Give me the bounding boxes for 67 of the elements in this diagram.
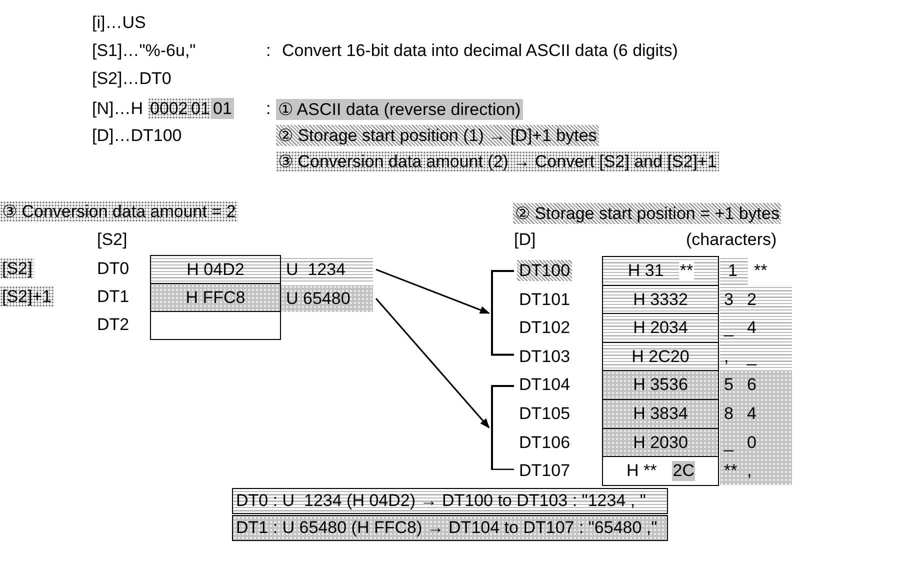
text-label: _ bbox=[746, 346, 758, 367]
text-label: DT105 bbox=[518, 403, 572, 424]
text-label: _ bbox=[722, 317, 735, 338]
text-label: , bbox=[723, 346, 730, 367]
empty-memory-cell bbox=[150, 311, 281, 340]
text-label: [D] bbox=[513, 229, 537, 250]
text-label: DT2 bbox=[96, 314, 130, 335]
text-label: : bbox=[265, 98, 272, 119]
text-label: DT103 bbox=[518, 346, 572, 367]
text-label: [S2] bbox=[96, 229, 128, 250]
arrow bbox=[376, 268, 490, 314]
memory-cell: H 2C20 bbox=[602, 342, 719, 372]
memory-cell: H 3834 bbox=[602, 399, 719, 430]
text-label: Convert 16-bit data into decimal ASCII data (6 digits) bbox=[281, 40, 679, 61]
text-label: ① ASCII data (reverse direction) bbox=[276, 99, 523, 120]
decimal-value: U 65480 bbox=[281, 285, 373, 312]
summary-row: DT0 : U 1234 (H 04D2) → DT100 to DT103 : "1234 , " bbox=[232, 488, 668, 514]
text-label: 0002 bbox=[148, 98, 190, 119]
text-label: 6 bbox=[746, 374, 758, 396]
memory-cell: H 31 ** bbox=[602, 256, 719, 286]
decimal-value: U 1234 bbox=[281, 256, 373, 283]
text-label: [S2]…DT0 bbox=[91, 68, 172, 89]
text-label: [i]…US bbox=[91, 12, 147, 33]
text-label: [S2] bbox=[0, 258, 34, 279]
text-label: [D]…DT100 bbox=[91, 125, 183, 146]
bracket bbox=[491, 270, 514, 356]
text-label: 2 bbox=[746, 288, 758, 310]
text-label: 01 bbox=[211, 98, 234, 119]
text-label: 01 bbox=[189, 98, 212, 119]
text-label: DT102 bbox=[518, 317, 572, 338]
arrow bbox=[375, 298, 490, 428]
text-label: ③ Conversion data amount (2) → Convert [S2] and [S2]+1 bbox=[276, 151, 719, 172]
text-label: DT104 bbox=[518, 374, 572, 396]
text-label: ② Storage start position = +1 bytes bbox=[513, 203, 782, 224]
text-label: DT106 bbox=[518, 432, 572, 453]
text-label: _ bbox=[722, 432, 735, 453]
text-label: 4 bbox=[746, 403, 758, 424]
text-label: ② Storage start position (1) → [D]+1 bytes bbox=[276, 125, 599, 146]
memory-cell: H 2034 bbox=[602, 313, 719, 344]
memory-cell: H 3332 bbox=[602, 284, 719, 315]
text-label: : bbox=[265, 40, 272, 61]
memory-cell: H FFC8 bbox=[150, 283, 281, 312]
text-label: 4 bbox=[746, 317, 758, 338]
text-label: (characters) bbox=[685, 229, 778, 250]
text-label: , bbox=[746, 460, 753, 482]
text-label: DT100 bbox=[517, 260, 572, 281]
text-label: ③ Conversion data amount = 2 bbox=[0, 201, 238, 222]
text-label: 8 bbox=[723, 403, 734, 424]
memory-cell: H ** 2C bbox=[602, 456, 719, 486]
memory-cell: H 2030 bbox=[602, 428, 719, 458]
summary-row: DT1 : U 65480 (H FFC8) → DT104 to DT107 : "65480 ," bbox=[232, 515, 668, 541]
memory-cell: H 3536 bbox=[602, 370, 719, 400]
text-label: DT107 bbox=[518, 460, 572, 482]
text-label: [N]…H bbox=[91, 98, 144, 119]
text-label: DT1 bbox=[96, 286, 130, 307]
text-label: [S1]…"%-6u," bbox=[91, 40, 197, 61]
text-label: 3 bbox=[723, 288, 734, 310]
text-label: 5 bbox=[723, 374, 734, 396]
bracket bbox=[491, 384, 514, 470]
text-label: [S2]+1 bbox=[0, 286, 54, 307]
text-label: ** bbox=[753, 260, 768, 281]
text-label: ** bbox=[723, 460, 738, 482]
text-label: DT0 bbox=[96, 258, 130, 279]
text-label: 1 bbox=[727, 260, 738, 281]
memory-cell: H 04D2 bbox=[150, 255, 281, 284]
text-label: 0 bbox=[746, 432, 758, 453]
text-label: DT101 bbox=[518, 288, 572, 310]
